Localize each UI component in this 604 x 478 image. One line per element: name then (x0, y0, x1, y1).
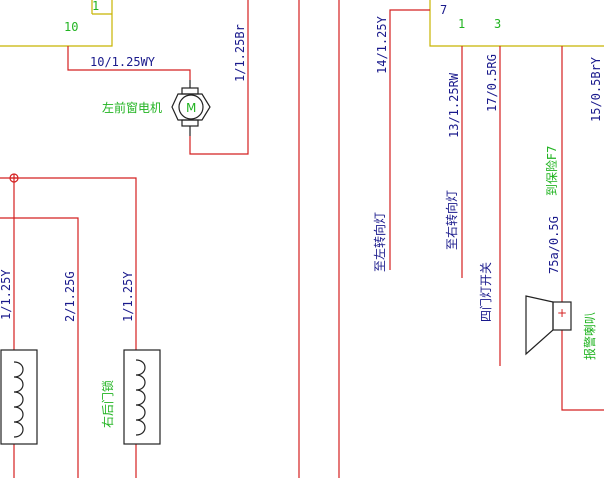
left-connector-pin-top: 1 (92, 0, 99, 13)
label-w-13-rw: 13/1.25RW (447, 72, 461, 138)
wire-14-y (389, 9, 430, 270)
label-w-10-wy: 10/1.25WY (90, 55, 156, 69)
label-right-rear-lock: 右后门锁 (100, 380, 115, 428)
alarm-horn: + (525, 295, 572, 356)
motor-symbol: M (171, 80, 211, 136)
label-w-1-br: 1/1.25Br (233, 24, 247, 82)
label-motor-name: 左前窗电机 (102, 100, 162, 115)
label-w-2-g: 2/1.25G (63, 271, 77, 322)
label-to-left-turn: 至左转向灯 (372, 212, 387, 272)
left-connector-pin-bottom: 10 (64, 20, 78, 34)
wire-1-br (189, 0, 249, 155)
wire-10-wy (67, 46, 191, 80)
label-w-15-bry: 15/0.5BrY (589, 56, 603, 122)
right-connector-pin-b: 3 (494, 17, 501, 31)
coil-right (123, 349, 161, 445)
right-connector-pin-top: 7 (440, 3, 447, 17)
motor-m-label: M (186, 101, 196, 115)
coil-left (0, 349, 38, 445)
label-to-fuse: 到保险F7 (544, 145, 559, 196)
label-w-14-y: 14/1.25Y (375, 15, 389, 74)
label-w-17-rg: 17/0.5RG (485, 54, 499, 112)
right-connector: 7 1 3 (429, 0, 604, 47)
label-w-1-y-mid: 1/1.25Y (121, 271, 135, 322)
horn-plus-sign: + (557, 306, 567, 320)
right-connector-pin-a: 1 (458, 17, 465, 31)
label-w-75a: 75a/0.5G (547, 216, 561, 274)
wire-top-bus (0, 177, 137, 350)
label-four-door-switch: 四门灯开关 (478, 262, 493, 322)
wire-horn-out (561, 330, 604, 411)
label-alarm-horn: 报警喇叭 (582, 312, 597, 360)
wire-2-g (0, 217, 79, 478)
label-to-right-turn: 至右转向灯 (444, 190, 459, 250)
left-connector: 1 10 (0, 0, 113, 47)
label-w-1-y-left: 1/1.25Y (0, 269, 13, 320)
